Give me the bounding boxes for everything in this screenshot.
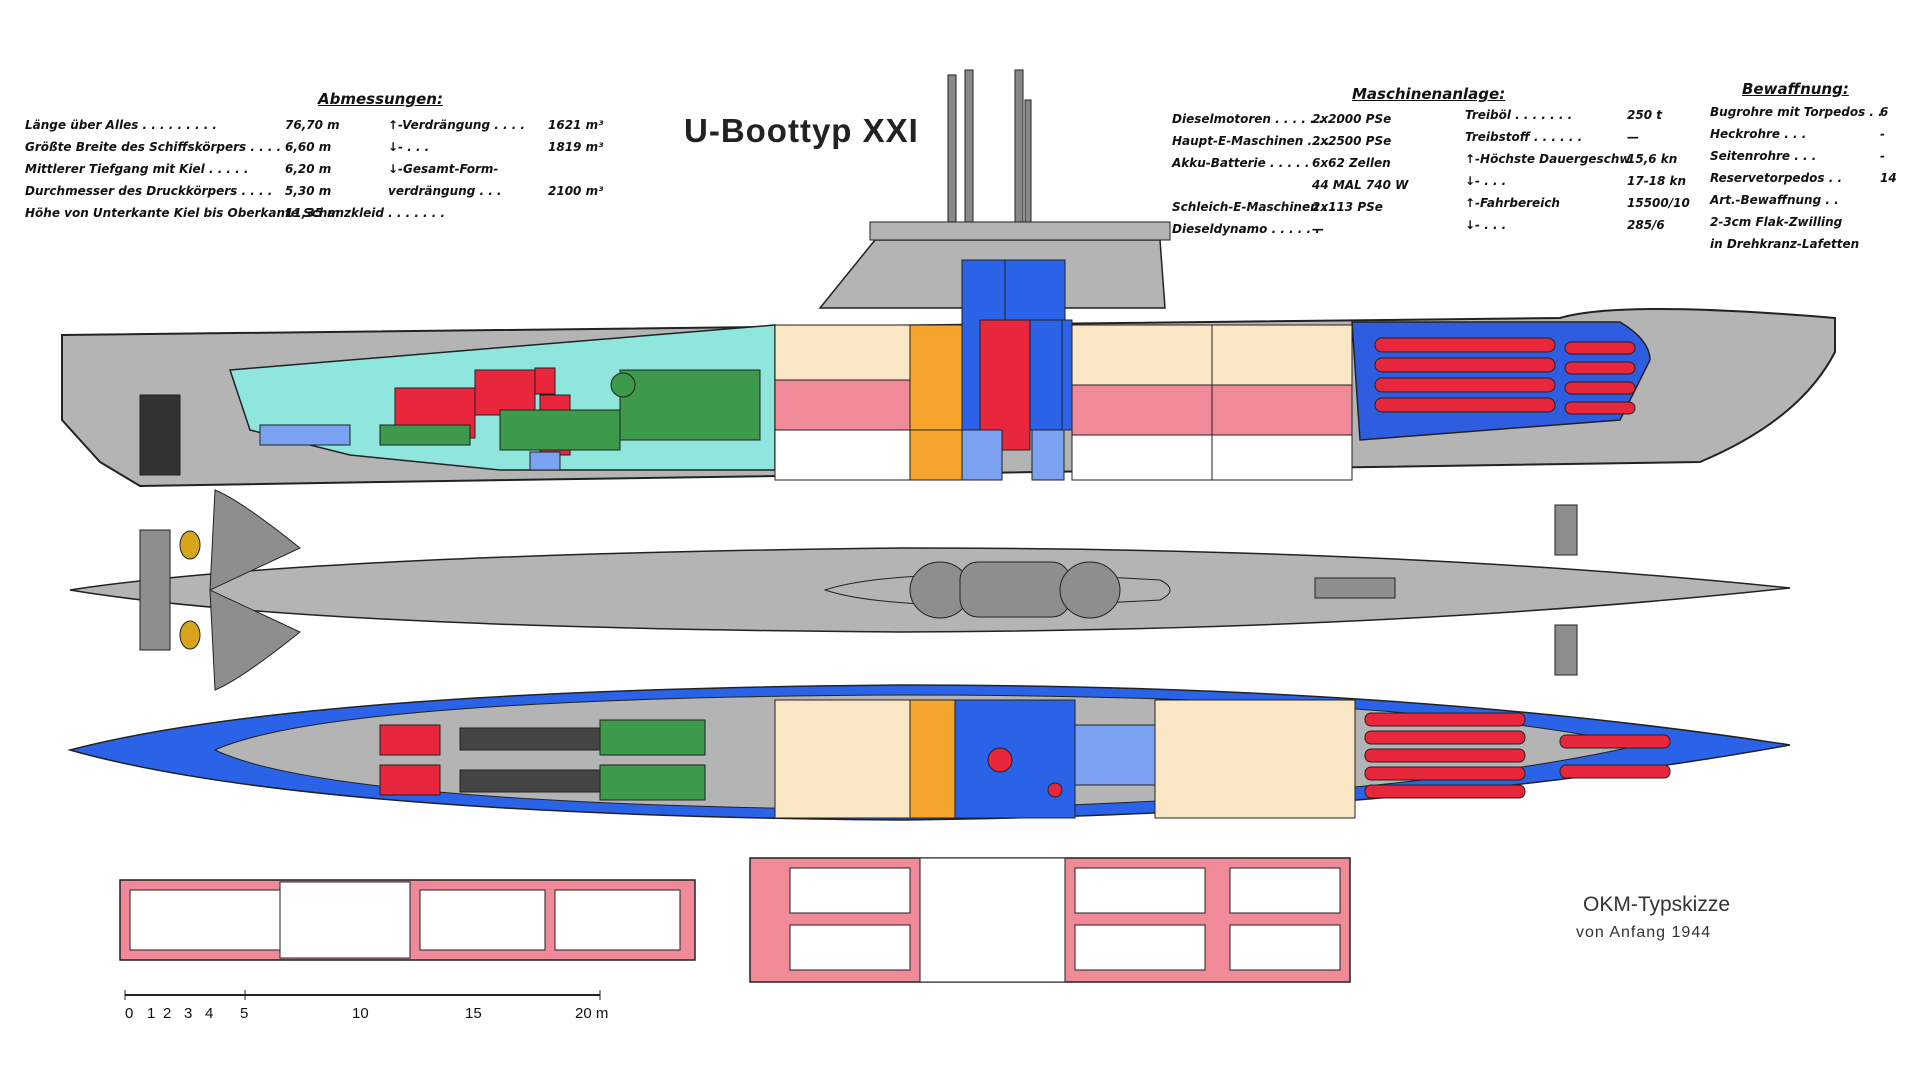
fuel-row: ↓- . . . 285/6 xyxy=(1465,218,1665,232)
fuel-row-value: 17-18 kn xyxy=(1627,174,1687,188)
machinery-row-label: Haupt-E-Maschinen . . . xyxy=(1172,134,1330,148)
okm-date: von Anfang 1944 xyxy=(1576,924,1712,941)
displacement-row: ↓- . . . 1819 m³ xyxy=(388,140,603,154)
armament-row-label: Art.-Bewaffnung . . xyxy=(1710,193,1839,207)
fuel-row: ↑-Höchste Dauergeschw.15,6 kn xyxy=(1465,152,1677,166)
fuel-row: ↓- . . . 17-18 kn xyxy=(1465,174,1686,188)
armament-row-label: Reservetorpedos . . xyxy=(1710,171,1843,185)
side-profile xyxy=(61,69,1836,488)
armament-row-value: - xyxy=(1880,149,1885,163)
armament-row-label: 2-3cm Flak-Zwilling xyxy=(1710,215,1843,229)
okm-caption: OKM-Typskizze xyxy=(1583,893,1731,916)
machinery-row: Dieselmotoren . . . . . . . .2x2000 PSe xyxy=(1172,112,1391,126)
fuel-row-label: ↓- . . . xyxy=(1465,174,1507,188)
armament-row: Seitenrohre . . . - xyxy=(1710,149,1885,163)
dimension-row: Größte Breite des Schiffskörpers . . . .… xyxy=(25,140,331,154)
armament-row: in Drehkranz-Lafetten xyxy=(1710,237,1859,251)
machinery-row-label: Akku-Batterie . . . . . xyxy=(1172,156,1310,170)
fuel-row-label: Treibstoff . . . . . . xyxy=(1465,130,1583,144)
dimension-row-value: 5,30 m xyxy=(285,184,332,198)
displacement-row-value: 2100 m³ xyxy=(548,184,604,198)
machinery-row-value: 44 MAL 740 W xyxy=(1312,178,1409,192)
dimensions-heading: Abmessungen: xyxy=(318,90,443,108)
armament-row: Art.-Bewaffnung . . xyxy=(1710,193,1839,207)
armament-row: 2-3cm Flak-Zwilling xyxy=(1710,215,1842,229)
fuel-row-value: 285/6 xyxy=(1627,218,1665,232)
fuel-row-value: 15,6 kn xyxy=(1627,152,1678,166)
top-view xyxy=(69,489,1791,691)
fuel-row-label: ↑-Fahrbereich xyxy=(1465,196,1560,210)
displacement-row: ↑-Verdrängung . . . . 1621 m³ xyxy=(388,118,603,132)
displacement-row-label: ↑-Verdrängung . . . . xyxy=(388,118,525,132)
armament-row-value: - xyxy=(1880,127,1885,141)
fuel-row-label: ↑-Höchste Dauergeschw. xyxy=(1465,152,1635,166)
fuel-row-value: — xyxy=(1627,130,1639,144)
fuel-row-value: 250 t xyxy=(1627,108,1662,122)
dimension-row: Mittlerer Tiefgang mit Kiel . . . . . 6,2… xyxy=(25,162,331,176)
machinery-row: Haupt-E-Maschinen . . .2x2500 PSe xyxy=(1172,134,1391,148)
machinery-row-label: Dieseldynamo . . . . . . xyxy=(1172,222,1320,236)
displacement-row-label: verdrängung . . . xyxy=(388,184,502,198)
dimension-row-label: Länge über Alles . . . . . . . . . xyxy=(25,118,217,132)
machinery-row-value: 6x62 Zellen xyxy=(1312,156,1391,170)
fuel-row: ↑-Fahrbereich 15500/10 xyxy=(1465,196,1690,210)
machinery-row-value: 2x113 PSe xyxy=(1312,200,1383,214)
dimension-row-value: 6,20 m xyxy=(285,162,332,176)
armament-row: Reservetorpedos . . 14 xyxy=(1710,171,1897,185)
scale-label: 15 xyxy=(465,1005,482,1022)
dimension-row-label: Größte Breite des Schiffskörpers . . . . xyxy=(25,140,282,154)
dimension-row-value: 6,60 m xyxy=(285,140,332,154)
scale-label: 4 xyxy=(205,1005,214,1022)
scale-bar xyxy=(124,990,601,1000)
armament-row-value: 6 xyxy=(1880,105,1889,119)
displacement-row-value: 1819 m³ xyxy=(548,140,604,154)
armament-row-label: Seitenrohre . . . xyxy=(1710,149,1817,163)
dimension-row-label: Durchmesser des Druckkörpers . . . . xyxy=(25,184,273,198)
fuel-row-value: 15500/10 xyxy=(1627,196,1690,210)
armament-row: Bugrohre mit Torpedos . .6 xyxy=(1710,105,1888,119)
dimension-row-label: Höhe von Unterkante Kiel bis Oberkante S… xyxy=(25,206,446,220)
armament-row-value: 14 xyxy=(1880,171,1897,185)
plan-view xyxy=(67,684,1791,821)
armament-row-label: in Drehkranz-Lafetten xyxy=(1710,237,1860,251)
machinery-row-value: 2x2500 PSe xyxy=(1312,134,1392,148)
dimension-row-label: Mittlerer Tiefgang mit Kiel . . . . . xyxy=(25,162,249,176)
dimension-row: Höhe von Unterkante Kiel bis Oberkante S… xyxy=(25,206,445,220)
armament-row: Heckrohre . . . - xyxy=(1710,127,1885,141)
scale-label: 1 xyxy=(147,1005,156,1022)
machinery-row-label: Schleich-E-Maschinen . . xyxy=(1172,200,1337,214)
machinery-row: Schleich-E-Maschinen . .2x113 PSe xyxy=(1172,200,1383,214)
scale-label: 0 xyxy=(125,1005,134,1022)
scale-label: 2 xyxy=(163,1005,172,1022)
machinery-row-label: Dieselmotoren . . . . . . . . xyxy=(1172,112,1341,126)
fuel-row: Treiböl . . . . . . . 250 t xyxy=(1465,108,1662,122)
page-title: U-Boottyp XXI xyxy=(684,112,919,149)
dimension-row: Länge über Alles . . . . . . . . . 76,70 … xyxy=(25,118,340,132)
dimension-row-value: 76,70 m xyxy=(285,118,340,132)
scale-label: 3 xyxy=(184,1005,193,1022)
dimension-row: Durchmesser des Druckkörpers . . . . 5,30… xyxy=(25,184,331,198)
scale-label: 20 m xyxy=(575,1005,609,1022)
displacement-row: verdrängung . . . 2100 m³ xyxy=(388,184,603,198)
machinery-heading: Maschinenanlage: xyxy=(1352,85,1506,103)
machinery-row-value: 2x2000 PSe xyxy=(1312,112,1392,126)
dimension-row-value: 11,35 m xyxy=(285,206,340,220)
displacement-row-label: ↓- . . . xyxy=(388,140,430,154)
battery-panels xyxy=(119,857,1351,983)
displacement-row-label: ↓-Gesamt-Form- xyxy=(388,162,499,176)
armament-row-label: Bugrohre mit Torpedos . . xyxy=(1710,105,1883,119)
armament-row-label: Heckrohre . . . xyxy=(1710,127,1807,141)
fuel-row: Treibstoff . . . . . . — xyxy=(1465,130,1639,144)
scale-label: 10 xyxy=(352,1005,369,1022)
scale-label: 5 xyxy=(240,1005,249,1022)
machinery-row-value: — xyxy=(1312,222,1324,236)
machinery-row: Dieseldynamo . . . . . .— xyxy=(1172,222,1324,236)
displacement-row: ↓-Gesamt-Form- xyxy=(388,162,498,176)
armament-heading: Bewaffnung: xyxy=(1742,80,1849,98)
displacement-row-value: 1621 m³ xyxy=(548,118,604,132)
machinery-row: Akku-Batterie . . . . .6x62 Zellen xyxy=(1172,156,1391,170)
fuel-row-label: Treiböl . . . . . . . xyxy=(1465,108,1573,122)
fuel-row-label: ↓- . . . xyxy=(1465,218,1507,232)
